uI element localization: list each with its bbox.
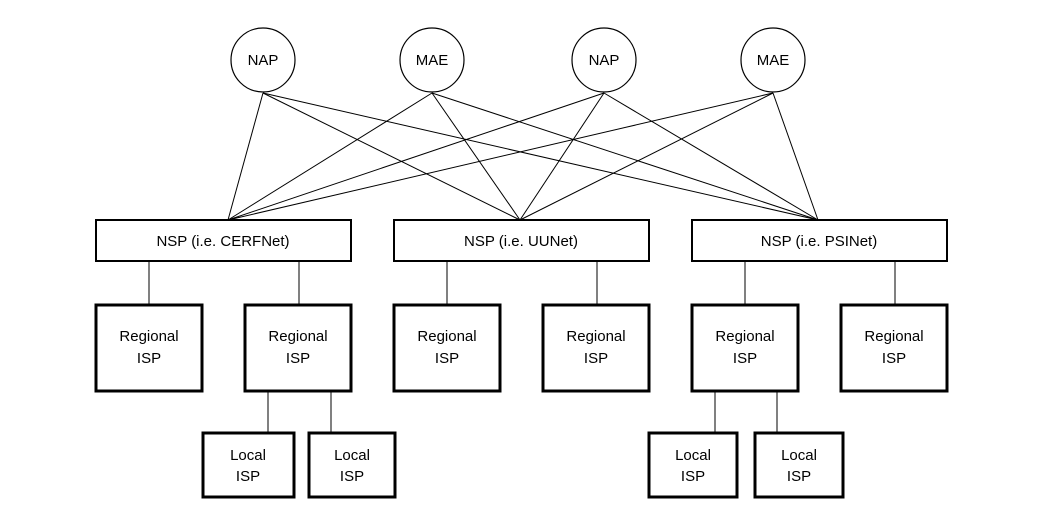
regional-isp-label-line2: ISP: [882, 350, 906, 367]
regional-isp-label-line1: Regional: [864, 328, 923, 345]
nsp-cerfnet: NSP (i.e. CERFNet): [95, 219, 352, 262]
local-isp-label-line1: Local: [334, 447, 370, 464]
regional-isp-6: Regional ISP: [839, 303, 949, 393]
link-nap1-nsp1: [227, 92, 264, 221]
regional-isp-label-line2: ISP: [584, 350, 608, 367]
regional-isp-label-line2: ISP: [137, 350, 161, 367]
exchange-point-label: MAE: [757, 52, 790, 69]
exchange-to-nsp-links: [227, 92, 819, 221]
regional-isp-label-line2: ISP: [286, 350, 310, 367]
exchange-point-nap-2: NAP: [571, 27, 637, 93]
regional-isp-label-line1: Regional: [119, 328, 178, 345]
nsp-label: NSP (i.e. PSINet): [761, 233, 877, 250]
link-mae1-nsp1: [227, 92, 433, 221]
link-mae2-nsp1: [227, 92, 774, 221]
link-nap2-nsp1: [227, 92, 605, 221]
regional-isp-1: Regional ISP: [94, 303, 204, 393]
link-mae2-nsp2: [519, 92, 774, 221]
exchange-point-mae-2: MAE: [740, 27, 806, 93]
local-isp-4: Local ISP: [753, 431, 845, 499]
regional-isp-2: Regional ISP: [243, 303, 353, 393]
link-mae2-nsp3: [772, 92, 819, 221]
nsp-label: NSP (i.e. UUNet): [464, 233, 578, 250]
local-isp-3: Local ISP: [647, 431, 739, 499]
regional-isp-label-line1: Regional: [566, 328, 625, 345]
link-mae1-nsp2: [431, 92, 521, 221]
link-mae1-nsp3: [431, 92, 819, 221]
local-isp-label-line2: ISP: [236, 468, 260, 485]
regional-isp-label-line2: ISP: [435, 350, 459, 367]
exchange-point-nap-1: NAP: [230, 27, 296, 93]
nsp-uunet: NSP (i.e. UUNet): [393, 219, 650, 262]
local-isp-label-line2: ISP: [787, 468, 811, 485]
nsp-label: NSP (i.e. CERFNet): [156, 233, 289, 250]
regional-isp-label-line1: Regional: [417, 328, 476, 345]
nsp-to-regional-links: [148, 261, 896, 305]
exchange-point-mae-1: MAE: [399, 27, 465, 93]
link-nap1-nsp2: [262, 92, 521, 221]
local-isp-2: Local ISP: [307, 431, 397, 499]
local-isp-label-line1: Local: [781, 447, 817, 464]
link-nap2-nsp2: [519, 92, 605, 221]
link-nap2-nsp3: [603, 92, 819, 221]
regional-isp-3: Regional ISP: [392, 303, 502, 393]
exchange-point-label: NAP: [248, 52, 279, 69]
local-isp-label-line1: Local: [675, 447, 711, 464]
regional-isp-4: Regional ISP: [541, 303, 651, 393]
local-isp-label-line2: ISP: [340, 468, 364, 485]
local-isp-label-line2: ISP: [681, 468, 705, 485]
regional-to-local-links: [267, 391, 778, 433]
exchange-point-label: NAP: [589, 52, 620, 69]
link-nap1-nsp3: [262, 92, 819, 221]
local-isp-1: Local ISP: [201, 431, 296, 499]
regional-isp-5: Regional ISP: [690, 303, 800, 393]
nsp-psinet: NSP (i.e. PSINet): [691, 219, 948, 262]
exchange-point-label: MAE: [416, 52, 449, 69]
local-isp-label-line1: Local: [230, 447, 266, 464]
regional-isp-label-line1: Regional: [715, 328, 774, 345]
regional-isp-label-line2: ISP: [733, 350, 757, 367]
regional-isp-label-line1: Regional: [268, 328, 327, 345]
